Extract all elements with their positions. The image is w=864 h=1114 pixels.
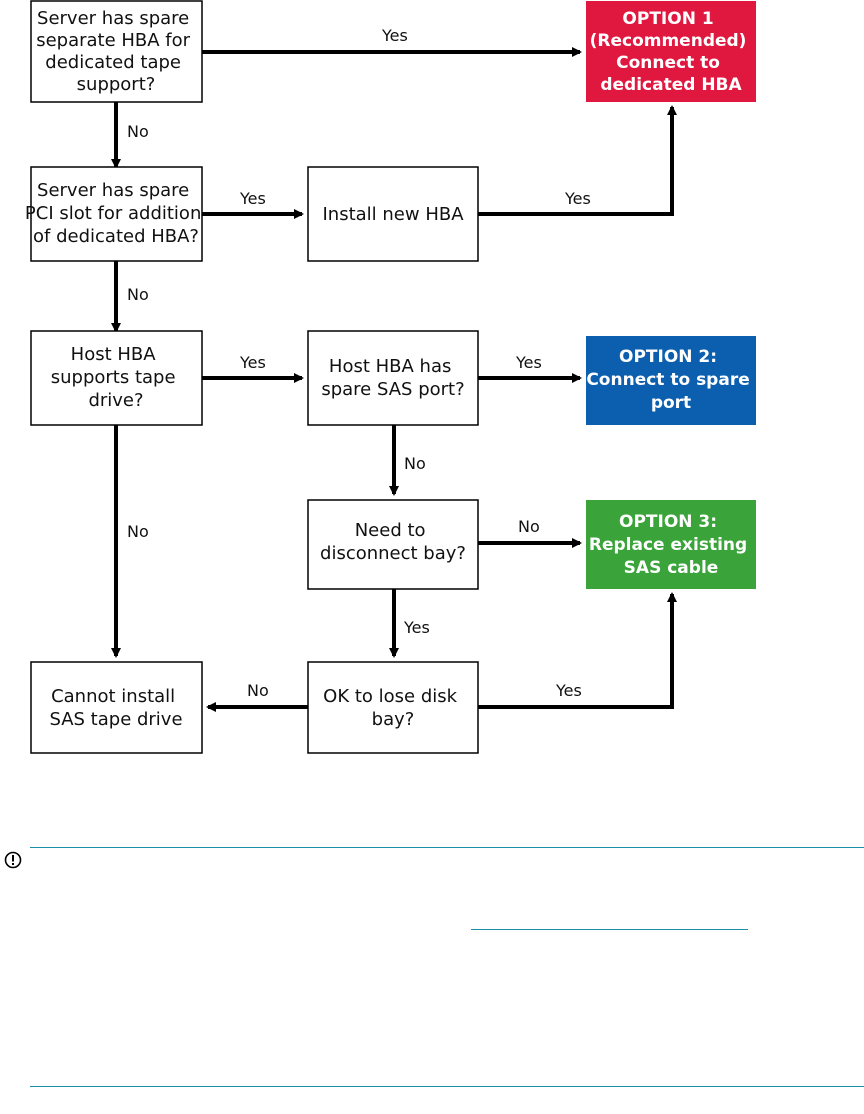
- edge-lose-bay-yes: [478, 592, 677, 709]
- node-text-pci-slot: Server has spare PCI slot for addition o…: [25, 180, 207, 247]
- edge-label-lose-bay-no: No: [247, 681, 269, 700]
- node-text-spare-sas-port: Host HBA has spare SAS port?: [321, 356, 464, 400]
- edge-label-pci-no: No: [127, 285, 149, 304]
- node-text-spare-hba: Server has spare separate HBA for dedica…: [36, 8, 196, 95]
- node-box-spare-hba: [30, 0, 203, 103]
- edge-label-sas-port-yes: Yes: [515, 353, 542, 372]
- edge-label-disconnect-no: No: [518, 517, 540, 536]
- node-box-pci-slot: [30, 166, 203, 262]
- node-box-disconnect-bay: [307, 499, 479, 590]
- node-box-install-hba: [307, 166, 479, 262]
- notice-top-rule: [30, 847, 864, 848]
- node-text-install-hba: Install new HBA: [322, 204, 464, 225]
- edge-label-install-yes: Yes: [564, 189, 591, 208]
- flowchart: Yes No Yes Yes No Yes Yes No No No Yes N…: [25, 0, 756, 754]
- edge-label-supports-yes: Yes: [239, 353, 266, 372]
- edge-label-spare-hba-no: No: [127, 122, 149, 141]
- hyperlink-underline[interactable]: [471, 929, 748, 930]
- edge-label-supports-no: No: [127, 522, 149, 541]
- notice-bottom-rule: [30, 1086, 864, 1087]
- option-2-text: OPTION 2: Connect to spare port: [586, 347, 755, 413]
- edge-label-lose-bay-yes: Yes: [555, 681, 582, 700]
- node-text-lose-disk-bay: OK to lose disk bay?: [323, 686, 463, 730]
- edge-label-spare-hba-yes: Yes: [381, 26, 408, 45]
- edge-label-pci-yes: Yes: [239, 189, 266, 208]
- node-box-host-hba-supports: [30, 330, 203, 426]
- edge-install-yes: [478, 105, 677, 216]
- option-3-text: OPTION 3: Replace existing SAS cable: [589, 512, 753, 578]
- node-box-lose-disk-bay: [307, 661, 479, 754]
- node-box-spare-sas-port: [307, 330, 479, 426]
- node-text-disconnect-bay: Need to disconnect bay?: [320, 520, 466, 564]
- option-2-box: [586, 336, 756, 425]
- option-1-text: OPTION 1 (Recommended) Connect to dedica…: [590, 9, 753, 95]
- node-text-host-hba-supports: Host HBA supports tape drive?: [51, 344, 182, 411]
- node-text-cannot-install: Cannot install SAS tape drive: [49, 686, 182, 730]
- option-1-box: [586, 1, 756, 102]
- node-box-cannot-install: [30, 661, 203, 754]
- option-3-box: [586, 500, 756, 589]
- exclamation-circle-icon: [4, 851, 22, 869]
- edge-label-disconnect-yes: Yes: [403, 618, 430, 637]
- edge-label-sas-port-no: No: [404, 454, 426, 473]
